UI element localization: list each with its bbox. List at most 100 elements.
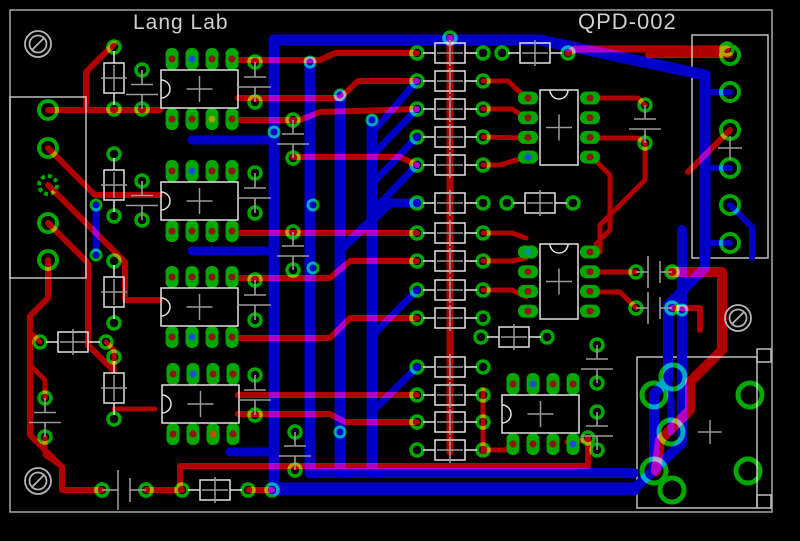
via[interactable] xyxy=(303,55,317,69)
trace-top[interactable] xyxy=(27,257,105,493)
trace-top[interactable] xyxy=(589,140,648,255)
drill-hole xyxy=(168,333,176,341)
resistor-pad[interactable] xyxy=(475,195,491,211)
connector-pad[interactable] xyxy=(719,44,741,66)
resistor-pad[interactable] xyxy=(539,329,555,345)
ic-notch xyxy=(549,89,569,100)
ic-notch xyxy=(501,404,512,424)
drill-hole xyxy=(169,430,177,438)
trace-top[interactable] xyxy=(589,154,613,247)
drill-hole xyxy=(189,370,197,378)
connector-pad-large[interactable] xyxy=(658,362,688,392)
drill-hole xyxy=(524,268,532,276)
connector-pad[interactable] xyxy=(37,137,59,159)
drill-hole xyxy=(586,248,594,256)
trace-bottom[interactable] xyxy=(368,105,421,160)
drill-hole xyxy=(228,115,236,123)
ic-pads-layer xyxy=(165,48,600,455)
via[interactable] xyxy=(333,88,347,102)
connector-pad[interactable] xyxy=(719,81,741,103)
connector-pad[interactable] xyxy=(37,99,59,121)
connector-pad[interactable] xyxy=(719,232,741,254)
connector-pad[interactable] xyxy=(37,212,59,234)
via[interactable] xyxy=(365,113,379,127)
trace-top[interactable] xyxy=(669,305,703,333)
trace-top[interactable] xyxy=(235,78,420,101)
pad[interactable] xyxy=(264,482,280,498)
resistor-pad[interactable] xyxy=(475,45,491,61)
resistor-pad[interactable] xyxy=(475,359,491,375)
ic-outline[interactable] xyxy=(539,243,579,320)
ic-notch xyxy=(160,191,171,211)
ic-outline[interactable] xyxy=(160,69,239,109)
drill-hole xyxy=(168,167,176,175)
via[interactable] xyxy=(89,198,103,212)
drill-hole xyxy=(524,114,532,122)
resistor-pad[interactable] xyxy=(494,45,510,61)
via[interactable] xyxy=(89,248,103,262)
ic-outline[interactable] xyxy=(161,384,240,424)
drill-hole xyxy=(228,167,236,175)
connector-pad-large[interactable] xyxy=(735,380,765,410)
trace-top[interactable] xyxy=(45,220,117,374)
connector-pad[interactable] xyxy=(37,249,59,271)
mount-hole[interactable] xyxy=(24,467,52,495)
trace-bottom[interactable] xyxy=(368,161,421,216)
ic-outline[interactable] xyxy=(160,181,239,221)
trace-top[interactable] xyxy=(177,435,591,491)
trace-bottom[interactable] xyxy=(368,286,421,340)
drill-hole xyxy=(228,227,236,235)
trace-top[interactable] xyxy=(229,258,420,281)
connector-pad-large[interactable] xyxy=(639,456,669,486)
resistor-pad[interactable] xyxy=(473,329,489,345)
resistor-pad[interactable] xyxy=(565,195,581,211)
trace-top[interactable] xyxy=(480,78,529,101)
drill-hole xyxy=(524,94,532,102)
trace-top[interactable] xyxy=(229,315,420,341)
mount-hole-outer xyxy=(24,30,52,58)
resistor-pad[interactable] xyxy=(475,310,491,326)
trace-top[interactable] xyxy=(589,95,648,108)
drill-hole xyxy=(509,440,517,448)
connector-outline-bottom_right[interactable] xyxy=(636,356,758,509)
drill-hole xyxy=(586,307,594,315)
drill-hole xyxy=(168,55,176,63)
resistor-pad[interactable] xyxy=(499,195,515,211)
trace-bottom[interactable] xyxy=(368,133,421,188)
connector-pad-large[interactable] xyxy=(639,380,669,410)
trace-top[interactable] xyxy=(480,230,529,241)
trace-top[interactable] xyxy=(480,255,529,264)
connector-pad[interactable] xyxy=(719,194,741,216)
via[interactable] xyxy=(267,125,281,139)
via[interactable] xyxy=(306,261,320,275)
trace-top[interactable] xyxy=(83,41,117,111)
trace-top[interactable] xyxy=(589,135,648,146)
ic-outline[interactable] xyxy=(539,89,579,166)
mount-hole[interactable] xyxy=(24,30,52,58)
trace-top[interactable] xyxy=(564,45,731,57)
ic-outline[interactable] xyxy=(160,287,239,327)
mount-hole[interactable] xyxy=(724,304,752,332)
connector-pad-large[interactable] xyxy=(733,456,763,486)
via[interactable] xyxy=(333,425,347,439)
pad[interactable] xyxy=(580,430,596,446)
mount-hole-slash xyxy=(31,474,45,488)
drill-hole xyxy=(169,370,177,378)
drill-hole xyxy=(208,55,216,63)
connector-outline-right[interactable] xyxy=(691,34,769,259)
trace-top[interactable] xyxy=(45,182,163,303)
trace-bottom[interactable] xyxy=(368,363,421,416)
trace-top[interactable] xyxy=(235,411,420,425)
connector-tab xyxy=(756,494,772,509)
resistor-pad[interactable] xyxy=(409,442,425,458)
trace-top[interactable] xyxy=(235,106,420,123)
connector-pad-large[interactable] xyxy=(656,417,686,447)
ic-outline[interactable] xyxy=(501,394,580,434)
via[interactable] xyxy=(306,198,320,212)
connector-pad-large[interactable] xyxy=(657,475,687,505)
connector-pad[interactable] xyxy=(37,174,59,196)
trace-bottom[interactable] xyxy=(335,198,422,255)
trace-top[interactable] xyxy=(235,50,420,63)
